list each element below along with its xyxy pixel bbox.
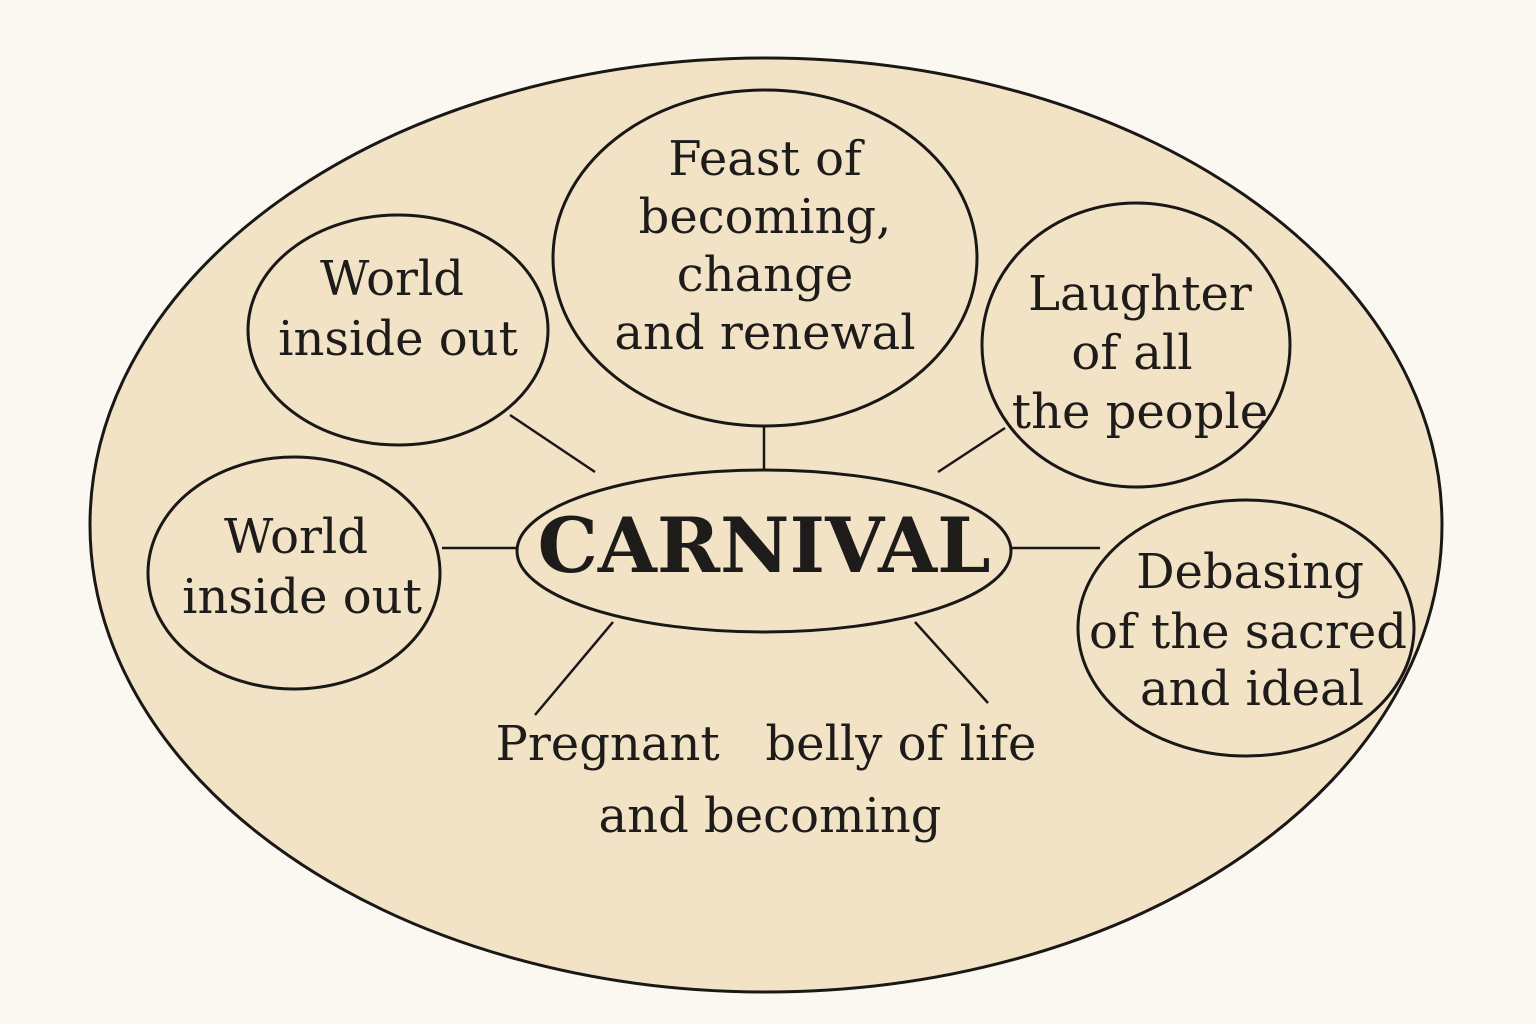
laughter-line: the people xyxy=(1012,384,1268,440)
feast-line: Feast of xyxy=(668,131,865,187)
laughter-line: Laughter xyxy=(1028,266,1252,322)
node-world-top xyxy=(246,213,550,447)
center-node xyxy=(515,468,1013,634)
link-world-top xyxy=(509,413,596,474)
world-top-line: inside out xyxy=(278,311,518,367)
node-laughter xyxy=(980,201,1292,489)
feast-line: change xyxy=(677,247,853,303)
laughter-line: of all xyxy=(1071,325,1192,381)
world-top-line: World xyxy=(320,251,464,307)
pregnant-line: and becoming xyxy=(599,788,942,844)
center-label: CARNIVAL xyxy=(537,501,990,590)
node-world-left xyxy=(146,455,442,691)
link-pregnant-left xyxy=(534,621,614,716)
debasing-line: and ideal xyxy=(1140,661,1364,717)
pregnant-line: Pregnant belly of life xyxy=(496,716,1037,772)
link-pregnant-right xyxy=(914,621,989,704)
debasing-line: Debasing xyxy=(1136,544,1364,600)
node-debasing xyxy=(1076,498,1416,758)
feast-line: becoming, xyxy=(639,189,892,245)
link-laughter xyxy=(937,426,1006,474)
feast-line: and renewal xyxy=(614,305,915,361)
world-left-line: inside out xyxy=(182,569,422,625)
debasing-line: of the sacred xyxy=(1089,604,1407,660)
world-left-line: World xyxy=(224,509,368,565)
node-feast xyxy=(551,88,979,428)
